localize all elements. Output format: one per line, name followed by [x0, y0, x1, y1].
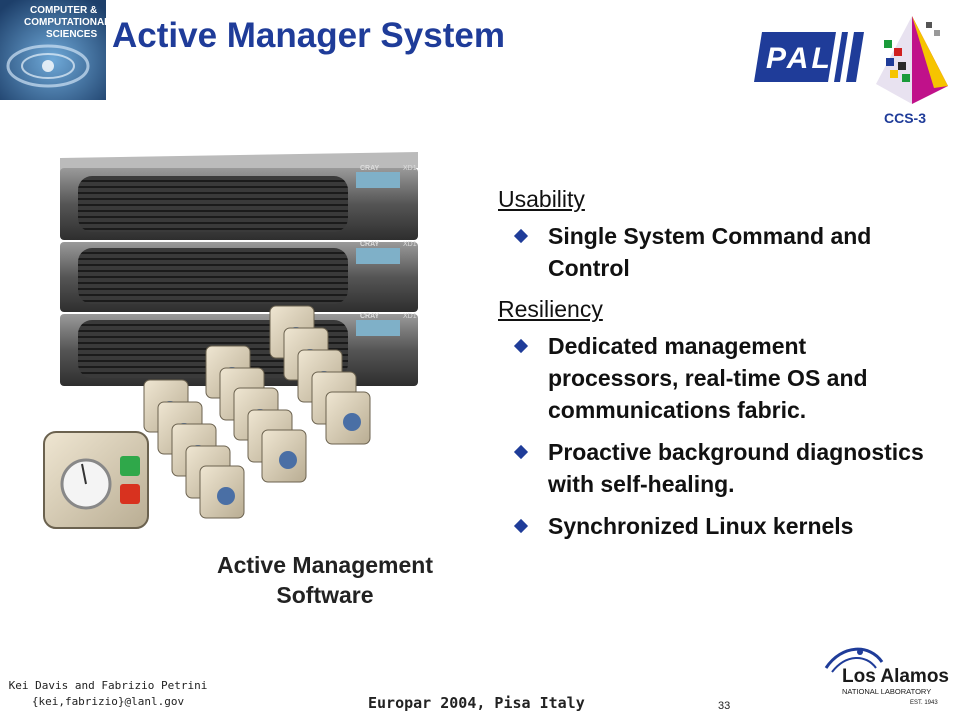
bullet-item: Synchronized Linux kernels: [498, 510, 928, 542]
bullet-text: Synchronized Linux kernels: [548, 513, 854, 539]
illustration-caption: Active Management Software: [170, 550, 480, 610]
footer-conference: Europar 2004, Pisa Italy: [368, 694, 585, 712]
bullet-content: Usability Single System Command and Cont…: [498, 184, 928, 552]
ccs-logo: COMPUTER & COMPUTATIONAL SCIENCES: [0, 0, 110, 100]
rack-model-3: XD1: [403, 313, 417, 320]
ccs-logo-line2: COMPUTATIONAL: [24, 17, 106, 28]
diamond-bullet-icon: [513, 518, 529, 534]
diamond-bullet-icon: [513, 338, 529, 354]
rack-model-2: XD1: [403, 241, 417, 248]
lanl-name: Los Alamos: [842, 666, 949, 687]
cray-brand-3: CRAY: [360, 313, 380, 320]
ccs3-pyramid-logo: [872, 14, 950, 106]
bullet-item: Proactive background diagnostics with se…: [498, 436, 928, 500]
control-box: [43, 431, 149, 529]
rack-model-1: XD1: [403, 165, 417, 172]
lanl-sub: NATIONAL LABORATORY: [842, 687, 931, 696]
los-alamos-logo: Los Alamos NATIONAL LABORATORY EST. 1943: [822, 642, 952, 708]
heading-resiliency: Resiliency: [498, 296, 603, 322]
authors-email: {kei,fabrizio}@lanl.gov: [31, 695, 185, 708]
cray-brand-2: CRAY: [360, 241, 380, 248]
page-title: Active Manager System: [112, 16, 505, 55]
ccs-logo-line1: COMPUTER &: [30, 5, 97, 16]
cray-xd1-illustration: CRAY XD1 CRAY XD1 CRAY XD1: [38, 148, 438, 548]
bullet-text: Proactive background diagnostics with se…: [548, 439, 924, 497]
ccs-logo-line3: SCIENCES: [46, 29, 97, 40]
diamond-bullet-icon: [513, 444, 529, 460]
pal-logo-text: PAL: [766, 42, 833, 75]
pal-logo: PAL: [752, 30, 868, 84]
page-number: 33: [718, 700, 731, 712]
caption-line1: Active Management: [216, 552, 433, 578]
bullet-item: Single System Command and Control: [498, 220, 928, 284]
footer-authors: Kei Davis and Fabrizio Petrini {kei,fabr…: [8, 678, 208, 710]
heading-usability: Usability: [498, 186, 585, 212]
caption-line2: Software: [276, 582, 374, 608]
lanl-est: EST. 1943: [910, 700, 938, 706]
rack-unit-2: CRAY XD1: [60, 241, 418, 312]
rack-unit-1: CRAY XD1: [60, 152, 418, 240]
management-blades: [143, 305, 371, 519]
authors-names: Kei Davis and Fabrizio Petrini: [8, 679, 208, 692]
bullet-text: Dedicated management processors, real-ti…: [548, 333, 868, 423]
diamond-bullet-icon: [513, 228, 529, 244]
ccs3-label: CCS-3: [884, 110, 927, 126]
bullet-text: Single System Command and Control: [548, 223, 872, 281]
bullet-item: Dedicated management processors, real-ti…: [498, 330, 928, 426]
cray-brand-1: CRAY: [360, 165, 380, 172]
